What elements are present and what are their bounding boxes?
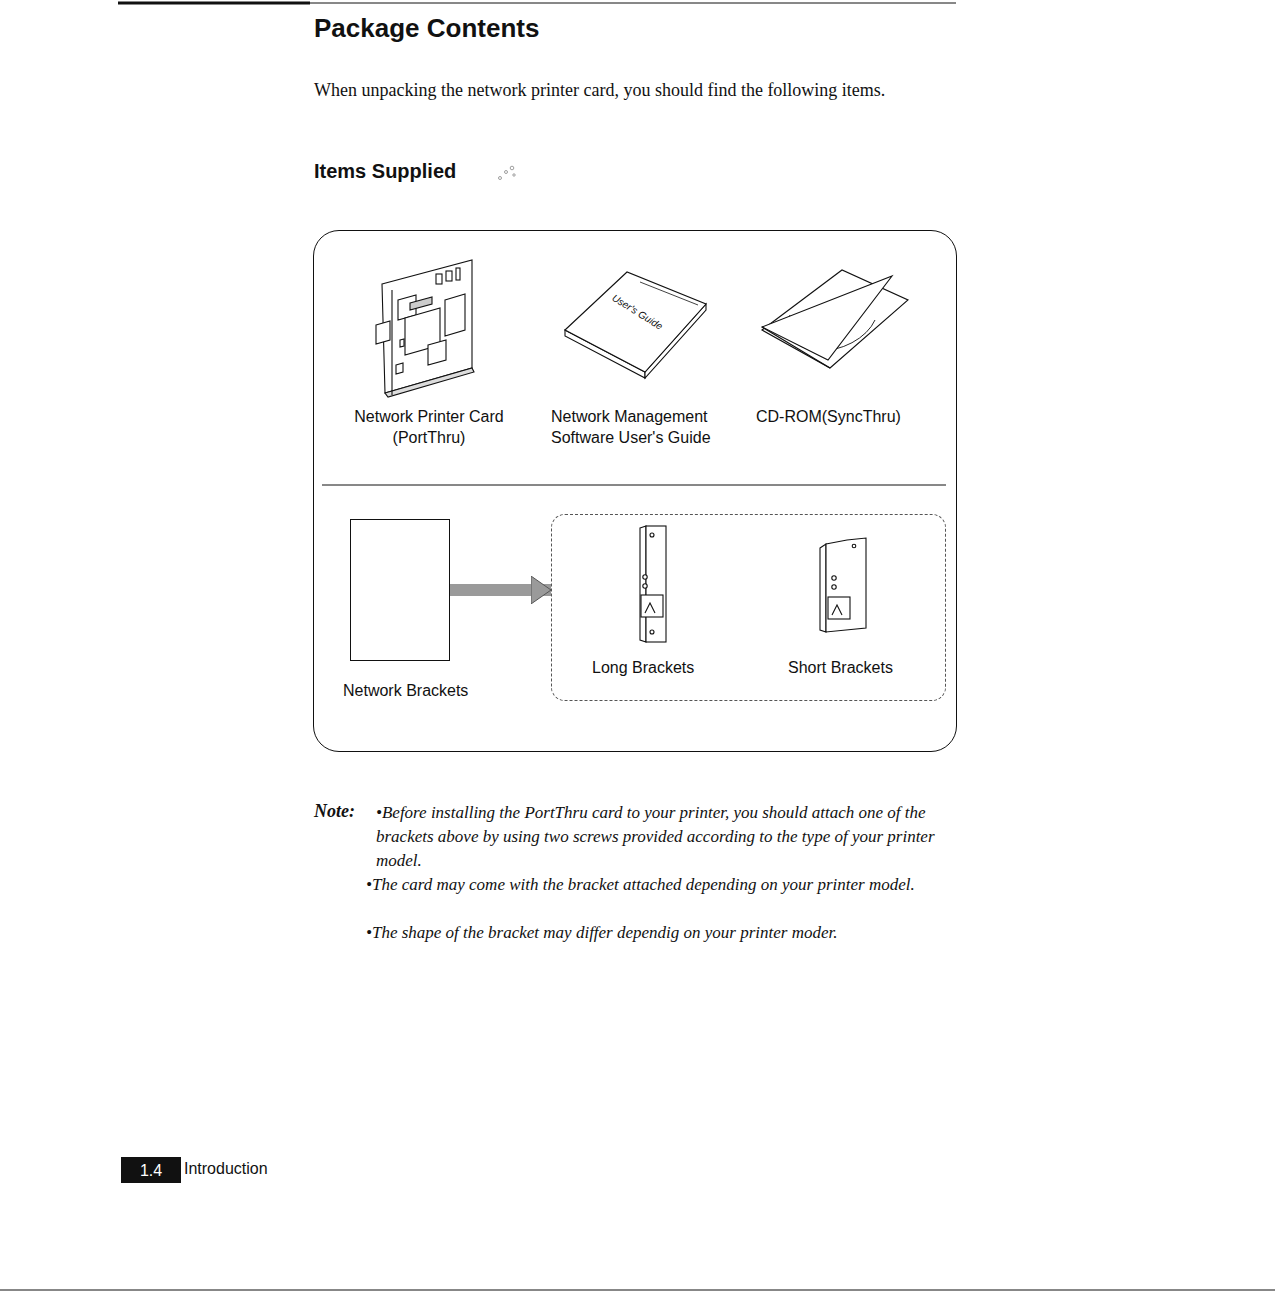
section-heading: Items Supplied xyxy=(314,160,456,183)
page-title: Package Contents xyxy=(314,13,539,44)
note-bullet: •The card may come with the bracket atta… xyxy=(366,873,971,897)
manual-cover-text: User's Guide xyxy=(610,292,665,332)
item-caption: 1.4 xyxy=(121,1160,181,1181)
item-caption: Network Management Software User's Guide xyxy=(551,406,741,448)
item-caption: CD-ROM(SyncThru) xyxy=(756,406,936,427)
item-caption: Long Brackets xyxy=(592,657,722,678)
network-card-drawing xyxy=(376,260,474,397)
panel-divider xyxy=(322,485,946,486)
note-bullet: •The shape of the bracket may differ dep… xyxy=(366,921,971,945)
bracket-group-box: Long Brackets Short Brackets xyxy=(551,514,946,701)
header-rule xyxy=(118,2,310,5)
footer-section: Introduction xyxy=(184,1160,268,1178)
item-caption: Network Brackets xyxy=(343,680,503,701)
header-rule xyxy=(310,3,956,4)
short-bracket-drawing xyxy=(820,538,866,632)
cdrom-drawing xyxy=(762,270,908,368)
manual-drawing xyxy=(565,272,706,378)
footer-rule xyxy=(0,1289,1275,1290)
page-number-badge: 1.4 xyxy=(121,1157,181,1183)
item-caption: Short Brackets xyxy=(788,657,928,678)
note-label: Note: xyxy=(314,801,355,822)
sparkle-icon xyxy=(499,166,516,179)
note-bullet: •Before installing the PortThru card to … xyxy=(376,801,961,873)
item-caption: Network Printer Card (PortThru) xyxy=(334,406,524,448)
long-bracket-drawing xyxy=(640,526,666,642)
block-arrow xyxy=(450,584,551,596)
bracket-bag: Network Brackets xyxy=(350,519,450,661)
intro-paragraph: When unpacking the network printer card,… xyxy=(314,78,959,103)
